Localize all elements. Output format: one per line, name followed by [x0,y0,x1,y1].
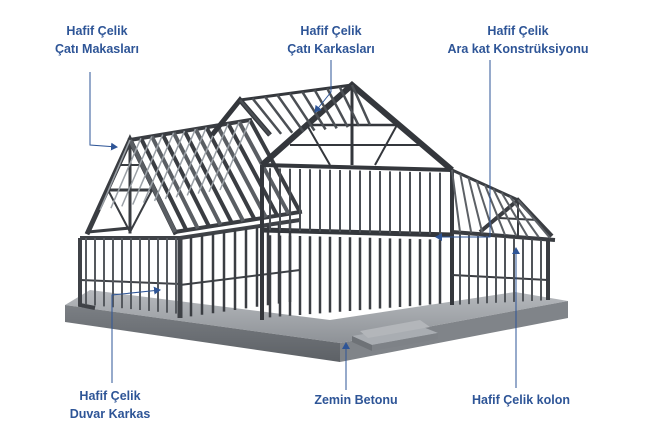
rafter-back [153,130,186,202]
label-roof-frame: Hafif Çelik Çatı Karkasları [256,22,406,58]
rafter [193,128,245,223]
label-wall-frame-line2: Duvar Karkas [69,407,151,421]
rafter-back [99,139,131,211]
rafter-back [132,134,164,205]
rafter-back [142,132,175,204]
label-column: Hafif Çelik kolon [446,391,596,409]
rafter [467,177,484,234]
rafter [171,131,223,226]
rafter [215,124,268,219]
rafter [475,180,495,235]
rafter [139,137,189,232]
right-wing-studs [459,233,542,305]
arrow-roof-frame [314,60,332,113]
label-mezzanine-line2: Ara kat Konstrüksiyonu [447,42,589,56]
rafter [276,94,305,133]
callout-arrows [89,60,520,390]
rafter [251,97,283,135]
rafter-back [186,125,218,196]
label-mezzanine-line1: Hafif Çelik [487,24,549,38]
label-roof-truss-line2: Çatı Makasları [54,42,140,56]
right-wing-frame [451,168,556,300]
arrow-wall-frame [111,286,161,383]
central-wall-studs [268,168,442,318]
rafter [288,92,316,132]
rafter [239,99,271,136]
label-column-line1: Hafif Çelik kolon [472,393,570,407]
label-roof-truss: Hafif Çelik Çatı Makasları [22,22,172,58]
rafter [338,86,361,127]
rafter-back [197,123,229,194]
label-slab: Zemin Betonu [296,391,416,409]
rafter [301,91,327,131]
central-roof-rafters [239,84,372,136]
arrow-mezzanine [435,60,491,241]
rafter-back [175,126,208,198]
rafter [160,133,211,228]
rafter [484,184,506,236]
rafter [508,195,540,238]
entry-stairs [352,320,438,351]
right-roof-rafters [451,169,551,239]
rafter-back [164,128,197,200]
label-mezzanine: Hafif Çelik Ara kat Konstrüksiyonu [438,22,598,58]
label-wall-frame: Hafif Çelik Duvar Karkas [40,387,180,423]
rafter-back [208,121,240,193]
label-roof-frame-line1: Hafif Çelik [300,24,362,38]
rafter [492,188,518,237]
rafter [517,199,551,239]
rafter [313,89,338,129]
rafter [150,135,200,230]
rafter [204,126,257,221]
rafter-back [219,119,251,191]
label-slab-line1: Zemin Betonu [314,393,398,407]
rafter [350,84,372,126]
label-roof-frame-line2: Çatı Karkasları [287,42,375,56]
rafter [459,173,473,233]
label-roof-truss-line1: Hafif Çelik [66,24,128,38]
rafter [263,95,294,134]
rafter [500,191,529,238]
rafter [128,139,177,233]
rafter [326,87,349,128]
rafter-back [110,137,142,209]
rafter-back [121,136,153,207]
rafter [182,129,234,224]
arrow-roof-truss [89,72,118,151]
label-wall-frame-line1: Hafif Çelik [79,389,141,403]
rafter [451,169,461,233]
roof-rafters [99,119,302,233]
